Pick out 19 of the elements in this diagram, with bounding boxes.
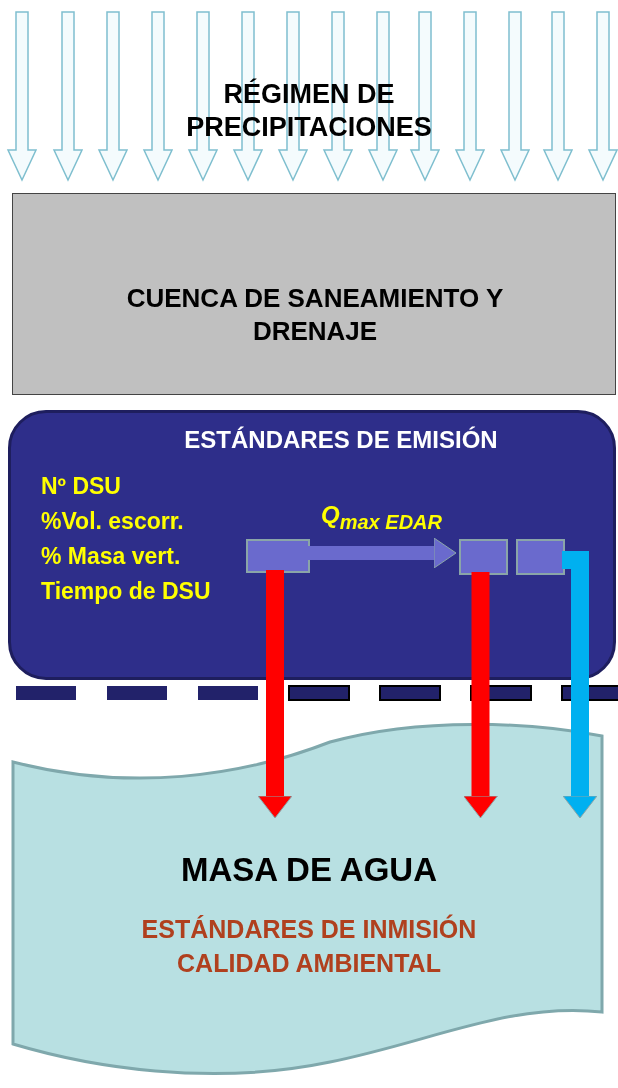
arrow bbox=[562, 551, 598, 819]
box-title: CUENCA DE SANEAMIENTO Y DRENAJE bbox=[125, 282, 505, 348]
panel-title: ESTÁNDARES DE EMISIÓN bbox=[183, 425, 499, 455]
process-box bbox=[246, 539, 310, 573]
parameter-text: Tiempo de DSU bbox=[41, 577, 211, 606]
arrow bbox=[307, 537, 457, 569]
arrow bbox=[463, 572, 498, 819]
parameter-text: Nº DSU bbox=[41, 472, 121, 501]
edge-label: Q$_{max EDAR}$ bbox=[320, 500, 443, 535]
parameter-text: % Masa vert. bbox=[41, 542, 181, 571]
process-box bbox=[516, 539, 565, 575]
basin-box bbox=[12, 193, 616, 395]
process-box bbox=[459, 539, 508, 575]
emission-panel bbox=[8, 410, 616, 680]
quality-text: ESTÁNDARES DE INMISIÓN CALIDAD AMBIENTAL bbox=[140, 913, 478, 979]
heading-text: RÉGIMEN DE PRECIPITACIONES bbox=[185, 78, 433, 144]
water-body-title: MASA DE AGUA bbox=[179, 850, 439, 890]
parameter-text: %Vol. escorr. bbox=[41, 507, 184, 536]
arrow bbox=[257, 570, 293, 819]
